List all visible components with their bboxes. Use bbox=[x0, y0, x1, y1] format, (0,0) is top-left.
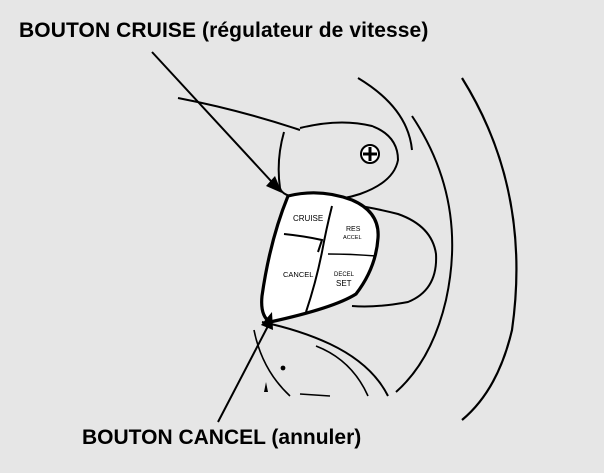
cancel-leader-arrow bbox=[217, 312, 273, 423]
cruise-control-pad bbox=[260, 191, 380, 324]
res-decel-divider bbox=[327, 253, 377, 257]
cruise-leader-arrow bbox=[151, 51, 282, 193]
res-accel-button-bottom[interactable]: ACCEL bbox=[343, 235, 362, 241]
stalk-marks bbox=[264, 365, 286, 392]
cruise-button[interactable]: CRUISE bbox=[293, 214, 323, 223]
left-right-divider bbox=[305, 205, 333, 313]
wheel-rim-outer bbox=[461, 77, 518, 421]
spoke-outline bbox=[277, 131, 438, 308]
decel-set-button-bottom[interactable]: SET bbox=[336, 279, 352, 288]
hub-contour bbox=[299, 121, 400, 202]
spoke-lower bbox=[261, 321, 389, 397]
cruise-button-callout: BOUTON CRUISE (régulateur de vitesse) bbox=[19, 19, 429, 42]
wheel-rim-inner bbox=[395, 115, 454, 393]
cruise-cancel-divider bbox=[283, 233, 324, 253]
decel-set-button-top[interactable]: DECEL bbox=[334, 272, 355, 278]
horn-icon bbox=[360, 144, 380, 164]
cancel-button-callout: BOUTON CANCEL (annuler) bbox=[82, 426, 362, 449]
cancel-button[interactable]: CANCEL bbox=[283, 270, 313, 279]
hub-upper-right bbox=[357, 77, 413, 151]
column-shroud bbox=[253, 329, 369, 397]
hub-upper-curve bbox=[177, 97, 301, 131]
res-accel-button-top[interactable]: RES bbox=[346, 226, 361, 233]
